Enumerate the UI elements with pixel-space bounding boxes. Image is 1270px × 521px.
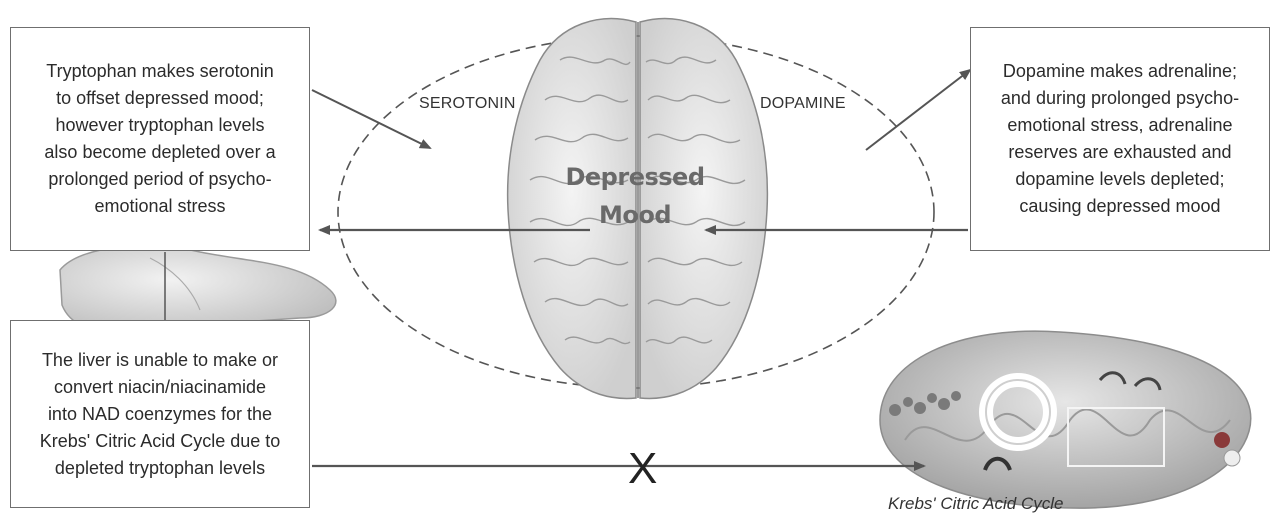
blocked-x-mark: X bbox=[628, 447, 657, 491]
krebs-cycle-caption: Krebs' Citric Acid Cycle bbox=[888, 494, 1064, 514]
mitochondrion-illustration bbox=[880, 331, 1251, 508]
liver-text-box: The liver is unable to make or convert n… bbox=[10, 320, 310, 508]
depressed-mood-label-line1: Depressed bbox=[540, 163, 730, 191]
tryptophan-text-box: Tryptophan makes serotonin to offset dep… bbox=[10, 27, 310, 251]
liver-illustration bbox=[60, 246, 336, 331]
arrow-dopamine-to-box bbox=[866, 70, 970, 150]
arrow-tryptophan-to-serotonin bbox=[312, 90, 430, 148]
dopamine-text-box: Dopamine makes adrenaline; and during pr… bbox=[970, 27, 1270, 251]
dopamine-label: DOPAMINE bbox=[760, 95, 846, 113]
serotonin-label: SEROTONIN bbox=[419, 95, 516, 113]
depressed-mood-label-line2: Mood bbox=[540, 201, 730, 229]
